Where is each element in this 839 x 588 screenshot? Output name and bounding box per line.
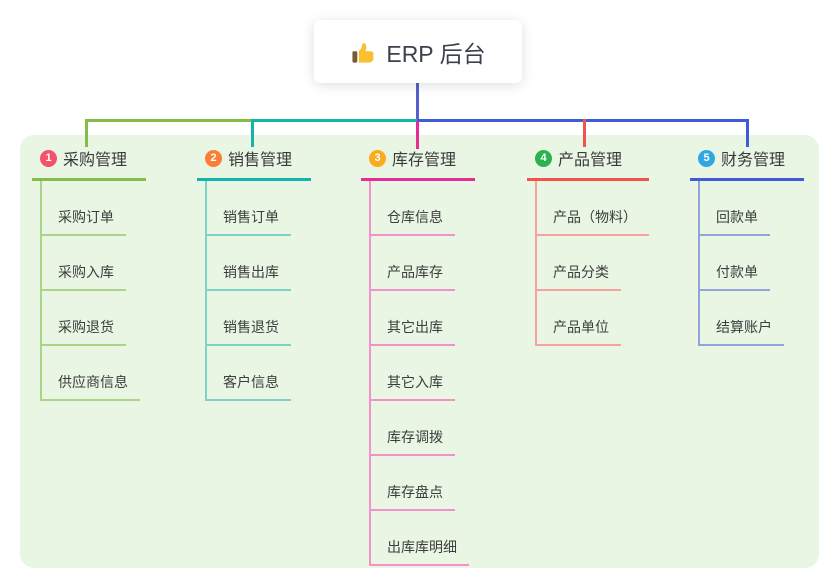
child-node[interactable]: 仓库信息 <box>369 181 455 236</box>
trunk-line-purchase <box>86 119 254 122</box>
branch-children: 采购订单 采购入库 采购退货 供应商信息 <box>40 181 146 401</box>
branch-header-purchase[interactable]: 1 采购管理 <box>32 146 146 181</box>
child-node[interactable]: 其它出库 <box>369 291 455 346</box>
branch-number-badge: 3 <box>369 149 386 167</box>
child-node[interactable]: 产品（物料） <box>535 181 649 236</box>
child-node[interactable]: 回款单 <box>698 181 770 236</box>
branch-children: 销售订单 销售出库 销售退货 客户信息 <box>205 181 311 401</box>
children-connector-line <box>698 181 700 346</box>
child-node[interactable]: 采购退货 <box>40 291 126 346</box>
child-node[interactable]: 供应商信息 <box>40 346 140 401</box>
branch-label: 采购管理 <box>63 152 128 169</box>
child-node[interactable]: 客户信息 <box>205 346 291 401</box>
thumbs-up-icon <box>352 42 374 63</box>
branch-header-finance[interactable]: 5 财务管理 <box>690 146 804 181</box>
child-node[interactable]: 销售退货 <box>205 291 291 346</box>
root-node[interactable]: ERP 后台 <box>314 20 522 83</box>
child-node[interactable]: 产品单位 <box>535 291 621 346</box>
branch-number-badge: 4 <box>535 149 552 167</box>
root-label: ERP 后台 <box>386 40 486 67</box>
branch-label: 销售管理 <box>228 152 293 169</box>
branch-label: 财务管理 <box>721 152 786 169</box>
drop-line-finance <box>746 119 749 147</box>
child-node[interactable]: 采购订单 <box>40 181 126 236</box>
child-node[interactable]: 出库库明细 <box>369 511 469 566</box>
branch-finance: 5 财务管理 回款单 付款单 结算账户 <box>690 146 804 346</box>
children-connector-line <box>40 181 42 401</box>
branch-children: 产品（物料） 产品分类 产品单位 <box>535 181 649 346</box>
branch-product: 4 产品管理 产品（物料） 产品分类 产品单位 <box>527 146 649 346</box>
children-connector-line <box>205 181 207 401</box>
drop-line-sales <box>251 119 254 147</box>
branch-children: 回款单 付款单 结算账户 <box>698 181 804 346</box>
branch-number-badge: 2 <box>205 149 222 167</box>
drop-line-inventory <box>416 121 419 149</box>
child-node[interactable]: 结算账户 <box>698 291 784 346</box>
trunk-line-sales <box>254 119 417 122</box>
children-connector-line <box>535 181 537 346</box>
branch-number-badge: 5 <box>698 149 715 167</box>
branch-number-badge: 1 <box>40 149 57 167</box>
child-node[interactable]: 产品分类 <box>535 236 621 291</box>
branch-children: 仓库信息 产品库存 其它出库 其它入库 库存调拨 库存盘点 出库库明细 <box>369 181 475 566</box>
branch-header-product[interactable]: 4 产品管理 <box>527 146 649 181</box>
branch-purchase: 1 采购管理 采购订单 采购入库 采购退货 供应商信息 <box>32 146 146 401</box>
child-node[interactable]: 付款单 <box>698 236 770 291</box>
child-node[interactable]: 产品库存 <box>369 236 455 291</box>
branches-panel <box>20 135 819 568</box>
branch-label: 库存管理 <box>392 152 457 169</box>
branch-label: 产品管理 <box>558 152 623 169</box>
child-node[interactable]: 其它入库 <box>369 346 455 401</box>
root-connector-line <box>416 83 419 122</box>
branch-header-sales[interactable]: 2 销售管理 <box>197 146 311 181</box>
child-node[interactable]: 销售出库 <box>205 236 291 291</box>
child-node[interactable]: 库存调拨 <box>369 401 455 456</box>
children-connector-line <box>369 181 371 566</box>
child-node[interactable]: 库存盘点 <box>369 456 455 511</box>
child-node[interactable]: 销售订单 <box>205 181 291 236</box>
branch-inventory: 3 库存管理 仓库信息 产品库存 其它出库 其它入库 库存调拨 库存盘点 出库库… <box>361 146 475 566</box>
child-node[interactable]: 采购入库 <box>40 236 126 291</box>
drop-line-product <box>583 119 586 147</box>
drop-line-purchase <box>85 119 88 147</box>
branch-header-inventory[interactable]: 3 库存管理 <box>361 146 475 181</box>
branch-sales: 2 销售管理 销售订单 销售出库 销售退货 客户信息 <box>197 146 311 401</box>
